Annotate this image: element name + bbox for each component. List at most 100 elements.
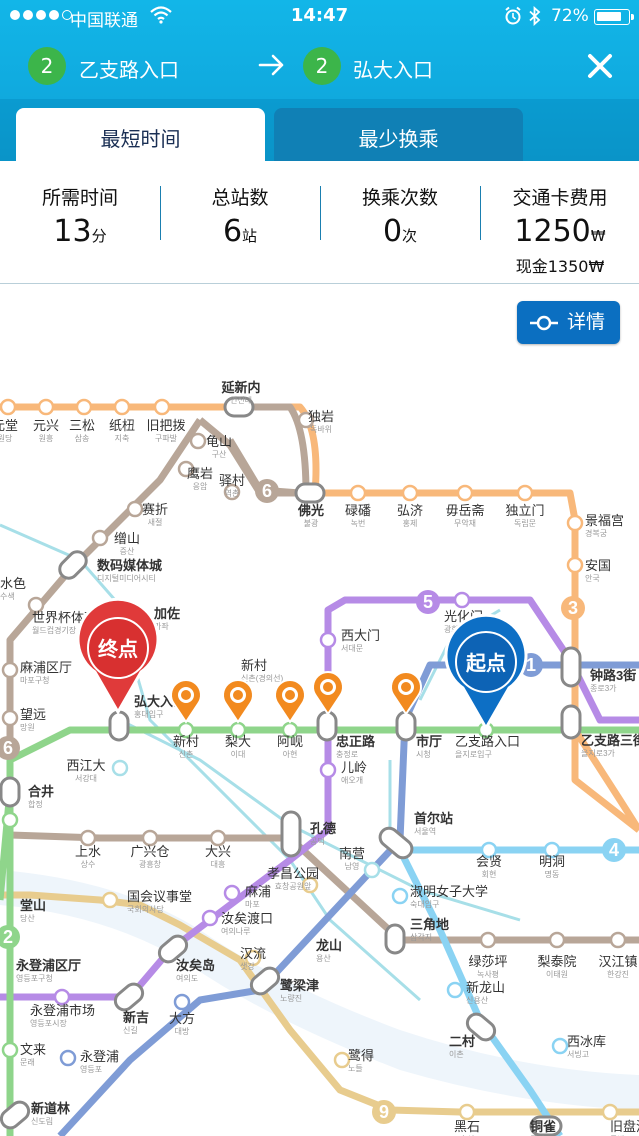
- origin-station-name[interactable]: 乙支路入口: [79, 58, 179, 82]
- station-label[interactable]: 铜雀동작: [529, 1119, 556, 1136]
- summary-unit: 分: [91, 227, 107, 245]
- tab-fewest-transfers[interactable]: 最少换乘: [274, 108, 523, 161]
- details-button[interactable]: 详情: [517, 301, 620, 344]
- station-dot: [1, 661, 19, 679]
- route-stop-pin[interactable]: [274, 679, 306, 724]
- station-name: 孝昌公园: [267, 866, 319, 881]
- close-button[interactable]: [584, 50, 616, 82]
- end-marker[interactable]: 终点: [76, 597, 160, 716]
- tab-shortest-time[interactable]: 最短时间: [16, 108, 265, 161]
- destination-station-name[interactable]: 弘大入口: [353, 58, 433, 82]
- station-label[interactable]: 黑石흑석: [454, 1119, 480, 1136]
- station-name: 市厅: [416, 734, 442, 749]
- station-name: 国会议事堂: [127, 889, 192, 904]
- station-dot: [223, 884, 241, 902]
- station-name: 乙支路三街: [581, 733, 639, 748]
- station-label[interactable]: 乙支路三街을지로3가: [581, 733, 639, 758]
- station-dot: [349, 484, 367, 502]
- route-stop-pin[interactable]: [390, 671, 422, 716]
- station-sub-name: 구산: [212, 449, 227, 459]
- station-name: 钟路3街: [590, 668, 636, 683]
- start-marker[interactable]: 起点: [444, 613, 528, 732]
- station-dot: [189, 432, 207, 450]
- transfer-station-marker: [378, 826, 414, 860]
- subway-map[interactable]: 6 5 1 3 6 2 4 9: [0, 285, 639, 1136]
- route-stop-pin[interactable]: [170, 679, 202, 724]
- station-label[interactable]: 元堂원당: [0, 418, 18, 443]
- station-label[interactable]: 旧盘浦구반포: [610, 1119, 639, 1136]
- route-stop-pin[interactable]: [222, 679, 254, 724]
- signal-strength-icon: [10, 10, 72, 20]
- route-stop-pin[interactable]: [312, 671, 344, 716]
